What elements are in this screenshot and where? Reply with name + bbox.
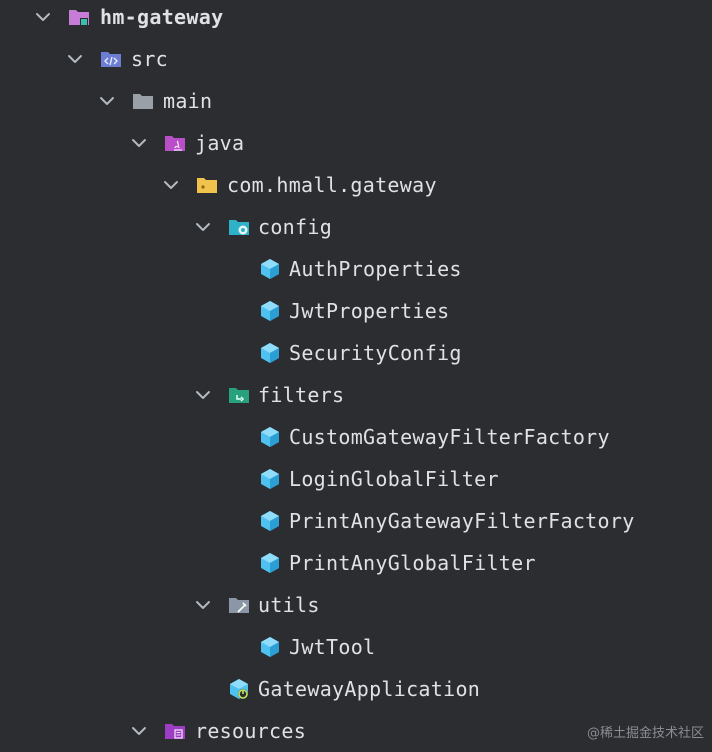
tree-node-label: main bbox=[163, 89, 213, 113]
tree-node-label: PrintAnyGatewayFilterFactory bbox=[289, 509, 635, 533]
tree-node-label: CustomGatewayFilterFactory bbox=[289, 425, 610, 449]
tree-node-label: resources bbox=[195, 719, 307, 743]
chevron-down-icon[interactable] bbox=[34, 8, 52, 26]
class-icon bbox=[258, 635, 282, 659]
tree-node-class[interactable]: CustomGatewayFilterFactory bbox=[0, 416, 712, 458]
tree-node-label: LoginGlobalFilter bbox=[289, 467, 499, 491]
tree-node-label: utils bbox=[258, 593, 320, 617]
tree-node-class[interactable]: SecurityConfig bbox=[0, 332, 712, 374]
class-icon bbox=[258, 341, 282, 365]
tree-node-main[interactable]: main bbox=[0, 80, 712, 122]
class-icon bbox=[258, 467, 282, 491]
config-folder-icon bbox=[229, 220, 249, 235]
chevron-down-icon[interactable] bbox=[130, 722, 148, 740]
tree-node-class[interactable]: PrintAnyGatewayFilterFactory bbox=[0, 500, 712, 542]
tree-node-label: src bbox=[131, 47, 169, 71]
tree-node-label: config bbox=[258, 215, 333, 239]
chevron-down-icon[interactable] bbox=[66, 50, 84, 68]
tree-node-label: java bbox=[195, 131, 245, 155]
chevron-down-icon[interactable] bbox=[130, 134, 148, 152]
chevron-down-icon[interactable] bbox=[194, 218, 212, 236]
tree-node-root[interactable]: hm-gateway bbox=[0, 0, 712, 38]
tree-node-label: com.hmall.gateway bbox=[227, 173, 437, 197]
tree-node-label: SecurityConfig bbox=[289, 341, 462, 365]
tree-node-label: JwtTool bbox=[289, 635, 376, 659]
filters-folder-icon bbox=[229, 388, 249, 403]
watermark-text: @稀土掘金技术社区 bbox=[586, 726, 704, 741]
tree-node-label: JwtProperties bbox=[289, 299, 450, 323]
tree-node-app-class[interactable]: GatewayApplication bbox=[0, 668, 712, 710]
tree-node-class[interactable]: LoginGlobalFilter bbox=[0, 458, 712, 500]
class-icon bbox=[258, 551, 282, 575]
tree-node-class[interactable]: PrintAnyGlobalFilter bbox=[0, 542, 712, 584]
chevron-down-icon[interactable] bbox=[98, 92, 116, 110]
chevron-down-icon[interactable] bbox=[162, 176, 180, 194]
spring-boot-class-icon bbox=[230, 679, 248, 699]
package-folder-icon bbox=[197, 178, 217, 193]
tree-node-resources[interactable]: resources bbox=[0, 710, 712, 752]
folder-icon bbox=[133, 94, 153, 109]
utils-folder-icon bbox=[229, 598, 249, 613]
tree-node-config[interactable]: config bbox=[0, 206, 712, 248]
tree-node-label: GatewayApplication bbox=[258, 677, 481, 701]
resources-folder-icon bbox=[165, 724, 185, 739]
tree-node-class[interactable]: JwtProperties bbox=[0, 290, 712, 332]
class-icon bbox=[258, 509, 282, 533]
class-icon bbox=[258, 257, 282, 281]
module-folder-icon bbox=[69, 10, 89, 26]
tree-node-filters[interactable]: filters bbox=[0, 374, 712, 416]
tree-node-java[interactable]: java bbox=[0, 122, 712, 164]
tree-node-src[interactable]: src bbox=[0, 38, 712, 80]
tree-node-class[interactable]: JwtTool bbox=[0, 626, 712, 668]
chevron-down-icon[interactable] bbox=[194, 386, 212, 404]
tree-node-class[interactable]: AuthProperties bbox=[0, 248, 712, 290]
tree-node-label: AuthProperties bbox=[289, 257, 462, 281]
chevron-down-icon[interactable] bbox=[194, 596, 212, 614]
class-icon bbox=[258, 425, 282, 449]
tree-node-label: filters bbox=[258, 383, 345, 407]
tree-node-label: PrintAnyGlobalFilter bbox=[289, 551, 536, 575]
source-folder-icon bbox=[101, 52, 121, 67]
tree-node-utils[interactable]: utils bbox=[0, 584, 712, 626]
tree-node-package[interactable]: com.hmall.gateway bbox=[0, 164, 712, 206]
class-icon bbox=[258, 299, 282, 323]
tree-node-label: hm-gateway bbox=[100, 5, 224, 29]
java-source-root-icon bbox=[165, 136, 185, 151]
